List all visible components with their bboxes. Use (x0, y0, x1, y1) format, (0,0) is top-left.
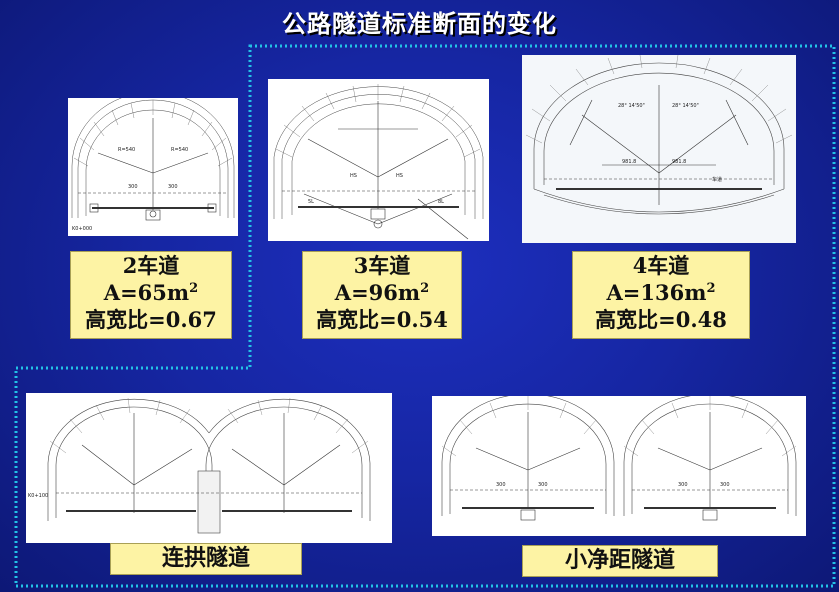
height-width-ratio: 高宽比=0.48 (595, 307, 727, 332)
tunnel-drawing-3-lane: HS HS 5L 8L (268, 79, 489, 241)
svg-text:车道: 车道 (712, 176, 722, 183)
area-value: A=136m2 (606, 280, 716, 305)
tunnel-drawing-multi-arch: K0+100 (26, 393, 392, 543)
svg-text:981.8: 981.8 (622, 159, 636, 165)
height-width-ratio: 高宽比=0.54 (316, 307, 448, 332)
svg-text:300: 300 (496, 482, 506, 488)
svg-text:981.8: 981.8 (672, 159, 686, 165)
svg-text:HS: HS (396, 173, 403, 179)
svg-text:5L: 5L (308, 199, 314, 205)
multi-arch-tunnel-label: 连拱隧道 (110, 543, 302, 575)
svg-text:300: 300 (128, 184, 138, 190)
svg-text:300: 300 (538, 482, 548, 488)
lane-count: 2车道 (122, 253, 180, 278)
svg-text:300: 300 (678, 482, 688, 488)
section-label-3-lane: 3车道 A=96m2 高宽比=0.54 (302, 251, 462, 339)
tunnel-drawing-4-lane: 28° 14'50" 28° 14'50" 981.8 981.8 车道 (522, 55, 796, 243)
svg-text:300: 300 (168, 184, 178, 190)
svg-text:300: 300 (720, 482, 730, 488)
tunnel-drawing-2-lane: R=540 R=540 300 300 K0+000 (68, 98, 238, 236)
svg-text:8L: 8L (438, 199, 444, 205)
small-spacing-tunnel-label: 小净距隧道 (522, 545, 718, 577)
lane-count: 3车道 (353, 253, 411, 278)
svg-text:HS: HS (350, 173, 357, 179)
height-width-ratio: 高宽比=0.67 (85, 307, 217, 332)
svg-text:K0+100: K0+100 (28, 493, 48, 499)
tunnel-drawing-small-spacing: 300 300 300 300 (432, 396, 806, 536)
lane-count: 4车道 (632, 253, 690, 278)
svg-text:28° 14'50": 28° 14'50" (672, 103, 699, 109)
area-value: A=96m2 (334, 280, 430, 305)
svg-text:K0+000: K0+000 (72, 226, 92, 232)
page-title: 公路隧道标准断面的变化 (282, 10, 557, 38)
section-label-4-lane: 4车道 A=136m2 高宽比=0.48 (572, 251, 750, 339)
svg-text:R=540: R=540 (118, 147, 135, 153)
section-label-2-lane: 2车道 A=65m2 高宽比=0.67 (70, 251, 232, 339)
svg-text:R=540: R=540 (171, 147, 188, 153)
svg-text:28° 14'50": 28° 14'50" (618, 103, 645, 109)
area-value: A=65m2 (103, 280, 199, 305)
